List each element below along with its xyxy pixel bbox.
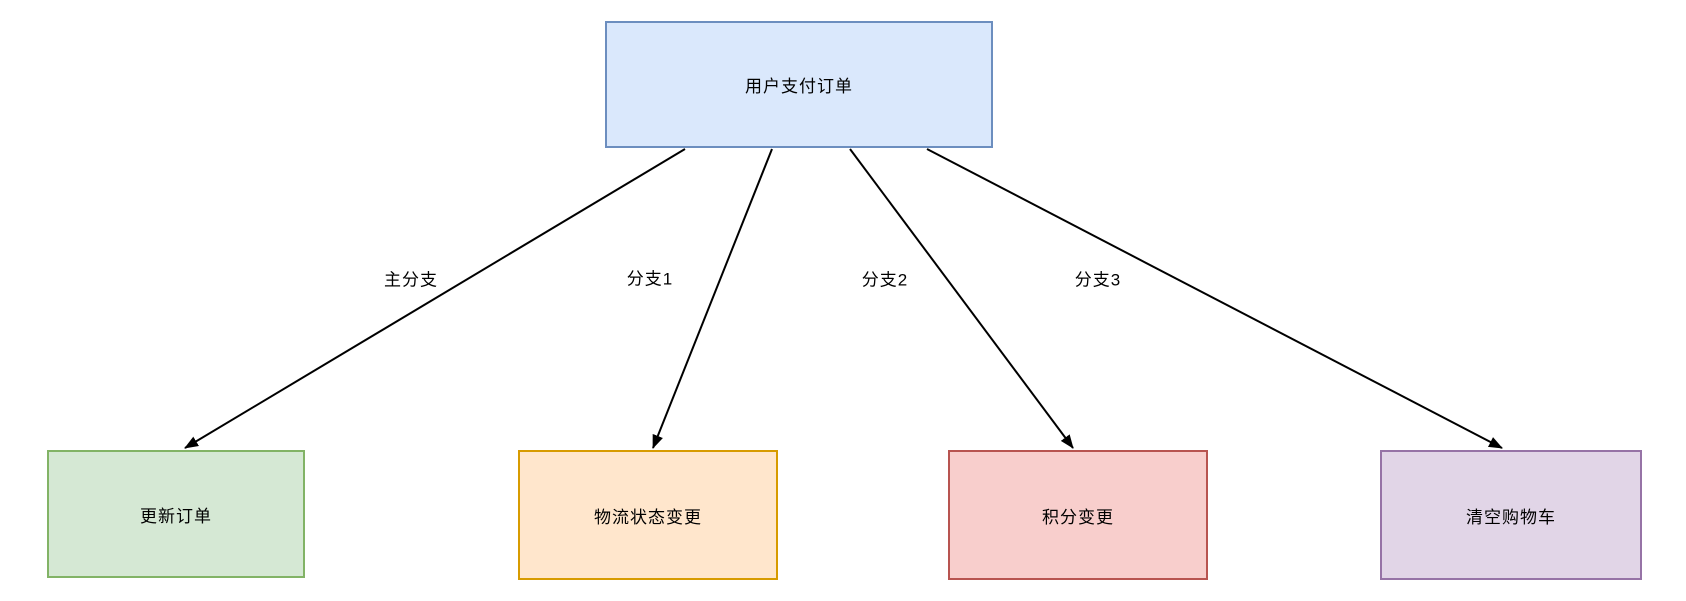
node-points-change: 积分变更 [948, 450, 1208, 580]
node-update-order-label: 更新订单 [140, 506, 212, 526]
node-user-pays-order: 用户支付订单 [605, 21, 993, 148]
node-logistics-status-change: 物流状态变更 [518, 450, 778, 580]
edge-main-branch-line [184, 148, 686, 449]
node-update-order: 更新订单 [47, 450, 305, 578]
node-logistics-status-change-label: 物流状态变更 [594, 507, 702, 527]
edge-label-branch1: 分支1 [626, 269, 674, 289]
node-points-change-label: 积分变更 [1042, 507, 1114, 527]
node-clear-shopping-cart: 清空购物车 [1380, 450, 1642, 580]
edge-label-main-branch: 主分支 [384, 270, 438, 290]
edge-branch2-line [849, 148, 1074, 449]
edge-label-branch3: 分支3 [1074, 270, 1122, 290]
edge-branch3-line [926, 148, 1503, 449]
node-clear-shopping-cart-label: 清空购物车 [1466, 507, 1556, 527]
node-user-pays-order-label: 用户支付订单 [745, 77, 853, 96]
edge-label-branch2: 分支2 [861, 270, 909, 290]
edge-branch1-line [652, 148, 773, 449]
